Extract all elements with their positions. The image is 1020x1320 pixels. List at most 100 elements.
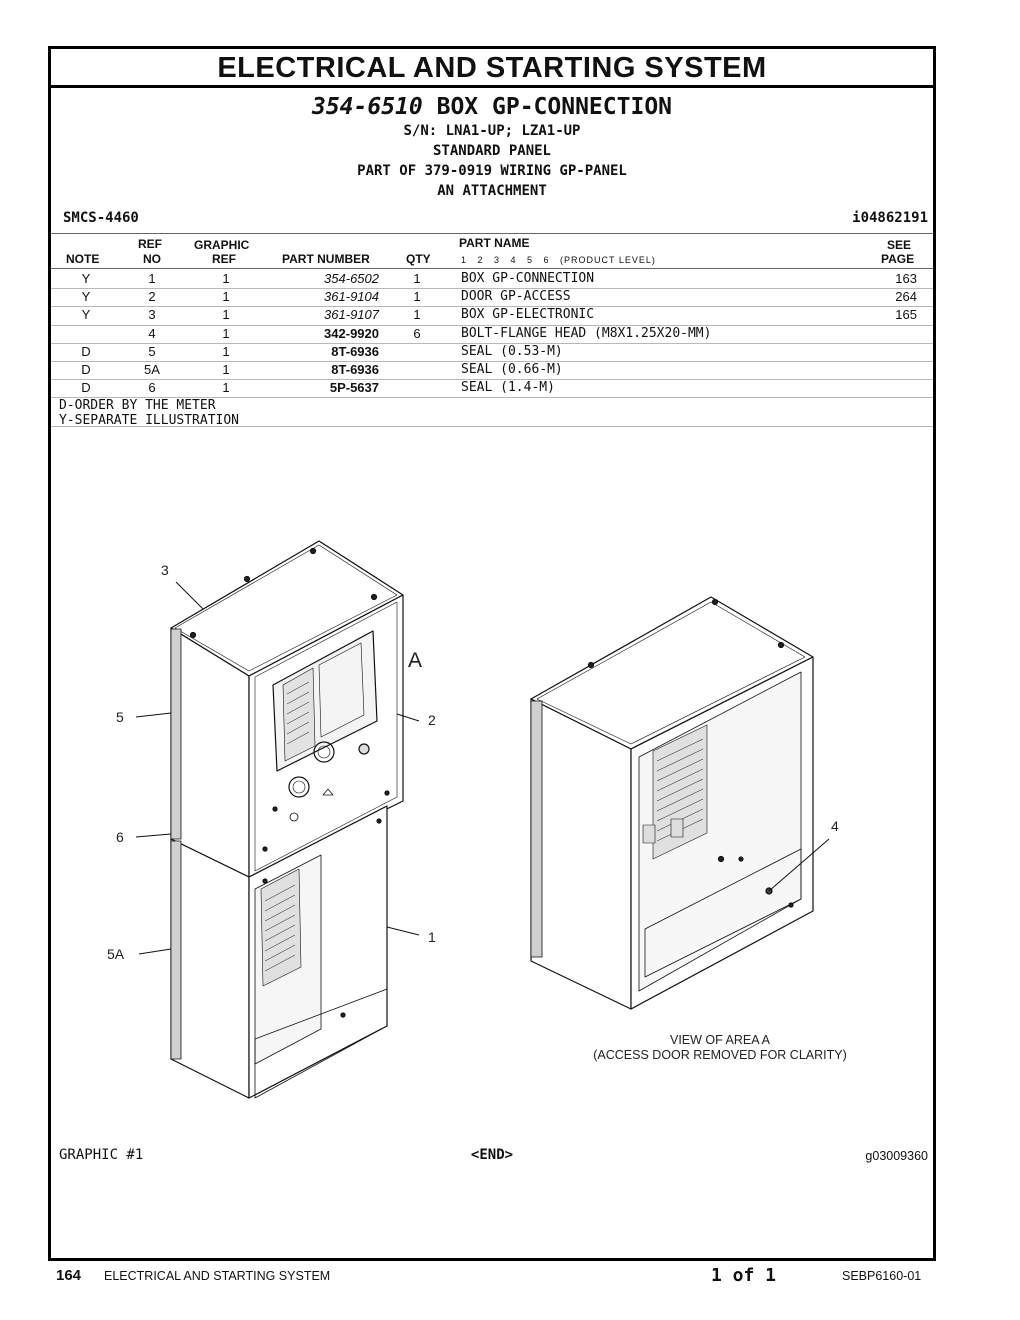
row-rule <box>51 306 933 308</box>
note-cell: D <box>81 343 91 359</box>
seal-strip <box>530 700 543 958</box>
part-number-cell: 354-6502 <box>324 271 379 286</box>
row-rule <box>51 342 933 344</box>
graphic-ref-cell: 1 <box>222 343 230 359</box>
warning-icon <box>322 788 334 796</box>
gauge-icon <box>313 741 335 763</box>
graphic-label: GRAPHIC #1 <box>59 1147 144 1163</box>
note-cell: Y <box>81 289 91 305</box>
part-title: 354-6510 BOX GP-CONNECTION <box>51 94 933 120</box>
door-screw <box>262 846 268 852</box>
col-qty: QTY <box>406 252 431 266</box>
part-name-cell: BOLT-FLANGE HEAD (M8X1.25X20-MM) <box>461 325 712 341</box>
part-of-label: PART OF 379-0919 WIRING GP-PANEL <box>357 163 627 179</box>
bolt-head <box>370 593 378 601</box>
col-gref-bottom: REF <box>212 252 236 266</box>
row-rule <box>51 288 933 290</box>
part-name-cell: SEAL (1.4-M) <box>461 380 555 396</box>
col-see-top: SEE <box>887 238 912 252</box>
part-name-cell: SEAL (0.66-M) <box>461 362 563 377</box>
bolt-head <box>243 575 251 583</box>
key-switch-icon <box>358 743 370 755</box>
col-ref-top: REF <box>138 237 162 251</box>
seal-strip <box>170 840 182 1060</box>
table-row: Y 1 1 354-6502 1 BOX GP-CONNECTION 163 <box>51 270 933 288</box>
serial-number: S/N: LNA1-UP; LZA1-UP <box>403 123 581 139</box>
callout-5a: 5A <box>107 946 125 962</box>
col-partname: PART NAME <box>459 236 530 250</box>
footer-page-number: 164 <box>56 1267 82 1284</box>
see-page-cell: 163 <box>895 271 917 286</box>
qty-cell: 6 <box>413 325 421 341</box>
footer-page-count: 1 of 1 <box>711 1265 777 1286</box>
callout-2: 2 <box>428 712 436 728</box>
end-label: <END> <box>470 1147 514 1163</box>
row-rule <box>51 361 933 362</box>
qty-cell: 1 <box>413 307 421 323</box>
see-page-cell: 264 <box>895 289 917 305</box>
part-number: 354-6510 <box>311 94 423 120</box>
door-screw <box>384 790 390 796</box>
footer-title: ELECTRICAL AND STARTING SYSTEM <box>104 1269 331 1283</box>
section-title: ELECTRICAL AND STARTING SYSTEM <box>51 49 933 88</box>
row-rule <box>51 379 933 381</box>
document-id: i04862191 <box>852 210 928 226</box>
callout-5: 5 <box>116 709 124 725</box>
door-screw <box>272 806 278 812</box>
part-name-cell: SEAL (0.53-M) <box>461 343 563 359</box>
ref-cell: 4 <box>148 325 156 341</box>
qty-cell: 1 <box>413 271 421 286</box>
ref-cell: 6 <box>148 380 156 396</box>
part-number-cell: 342-9920 <box>324 325 379 341</box>
relay-icon <box>670 818 684 838</box>
lower-box-floor <box>254 988 388 1099</box>
note-line: D-ORDER BY THE METER <box>59 398 216 413</box>
notes: D-ORDER BY THE METER Y-SEPARATE ILLUSTRA… <box>59 398 239 428</box>
part-number-cell: 361-9104 <box>324 289 379 305</box>
callout-3: 3 <box>161 562 169 578</box>
bolt-head <box>189 631 197 639</box>
graphic-ref-cell: 1 <box>222 271 230 286</box>
notes-rule <box>51 426 933 427</box>
part-name-cell: BOX GP-CONNECTION <box>461 271 595 286</box>
table-rule <box>51 268 933 269</box>
footer-document-number: SEBP6160-01 <box>842 1269 922 1283</box>
pushbutton-icon <box>288 776 310 798</box>
callout-a: A <box>408 649 422 672</box>
graphic-number: g03009360 <box>865 1149 928 1163</box>
caption-line-2: (ACCESS DOOR REMOVED FOR CLARITY) <box>593 1048 847 1062</box>
graphic-ref-cell: 1 <box>222 325 230 341</box>
graphic-ref-cell: 1 <box>222 289 230 305</box>
graphic-ref-cell: 1 <box>222 380 230 396</box>
col-product-level: 1 2 3 4 5 6 (PRODUCT LEVEL) <box>461 255 656 265</box>
col-gref-top: GRAPHIC <box>194 238 250 252</box>
part-number-cell: 5P-5637 <box>329 380 379 396</box>
row-rule <box>51 324 933 326</box>
panel-label: STANDARD PANEL <box>432 143 551 159</box>
attachment-label: AN ATTACHMENT <box>437 183 547 199</box>
box-a-terminal-block <box>652 724 708 860</box>
document-frame: ELECTRICAL AND STARTING SYSTEM 354-6510 … <box>48 46 936 1261</box>
ref-cell: 1 <box>148 271 156 286</box>
part-name-cell: BOX GP-ELECTRONIC <box>461 307 595 323</box>
graphic-ref-cell: 1 <box>222 362 230 377</box>
lower-box-side <box>170 838 250 1099</box>
part-number-cell: 8T-6936 <box>331 362 379 377</box>
see-page-cell: 165 <box>895 307 917 323</box>
bolt-head <box>717 855 725 863</box>
relay-icon <box>642 824 656 844</box>
note-cell: Y <box>81 271 91 286</box>
caption-line-1: VIEW OF AREA A <box>670 1033 771 1047</box>
door-cutout <box>318 642 365 738</box>
col-see-bottom: PAGE <box>881 252 915 266</box>
part-number-cell: 361-9107 <box>324 307 379 323</box>
note-cell: Y <box>81 307 91 323</box>
ref-cell: 5 <box>148 343 156 359</box>
bolt-head <box>711 598 719 606</box>
callout-1: 1 <box>428 929 436 945</box>
col-note: NOTE <box>66 252 100 266</box>
